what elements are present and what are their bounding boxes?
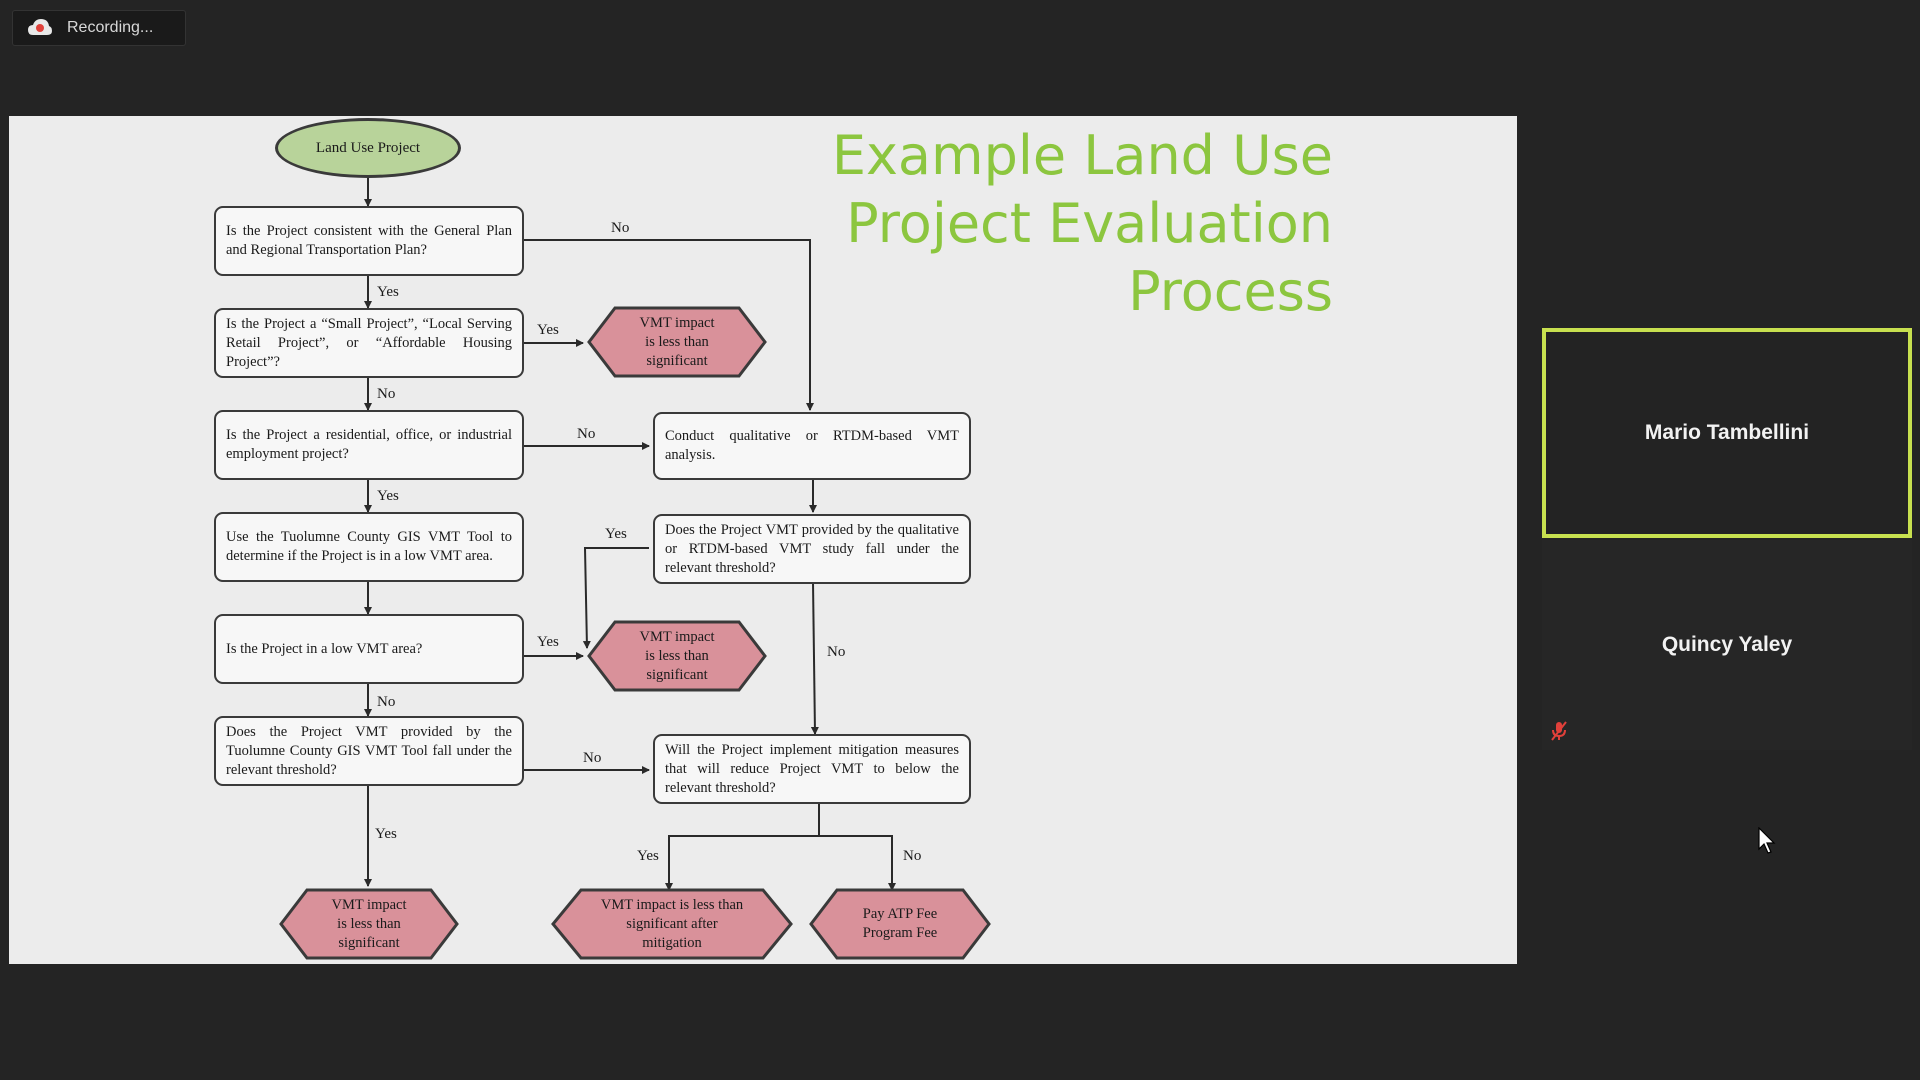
slide-title-line-1: Example Land Use: [831, 124, 1333, 187]
outcome-atp-fee: Pay ATP Fee Program Fee: [809, 888, 991, 960]
recording-indicator[interactable]: Recording...: [12, 10, 186, 46]
edge-label-no: No: [903, 848, 922, 864]
outcome-less-than-significant-1: VMT impact is less than significant: [587, 306, 767, 378]
outcome-after-mitigation: VMT impact is less than significant afte…: [551, 888, 793, 960]
decision-text: Will the Project implement mitigation me…: [665, 741, 959, 796]
edge-label-no: No: [611, 220, 630, 236]
step-gis-vmt-tool: Use the Tuolumne County GIS VMT Tool to …: [214, 512, 524, 582]
edge-label-yes: Yes: [375, 826, 397, 842]
participant-tile-active-speaker[interactable]: Mario Tambellini: [1542, 328, 1912, 538]
decision-gis-threshold: Does the Project VMT provided by the Tuo…: [214, 716, 524, 786]
decision-text: Is the Project consistent with the Gener…: [226, 223, 512, 258]
recording-label: Recording...: [67, 19, 154, 36]
start-node: Land Use Project: [275, 118, 461, 178]
edge-label-yes: Yes: [377, 488, 399, 504]
decision-consistent-plan: Is the Project consistent with the Gener…: [214, 206, 524, 276]
edge-label-no: No: [577, 426, 596, 442]
step-text: Conduct qualitative or RTDM-based VMT an…: [665, 428, 959, 463]
edge-label-no: No: [377, 386, 396, 402]
decision-text: Does the Project VMT provided by the Tuo…: [226, 723, 512, 778]
mouse-cursor-icon: [1758, 827, 1776, 854]
step-conduct-analysis: Conduct qualitative or RTDM-based VMT an…: [653, 412, 971, 480]
decision-rtdm-threshold: Does the Project VMT provided by the qua…: [653, 514, 971, 584]
edge-label-yes: Yes: [537, 634, 559, 650]
flowchart-connectors: [364, 178, 896, 891]
outcome-text: VMT impact is less than significant: [639, 314, 715, 369]
decision-text: Is the Project in a low VMT area?: [226, 640, 423, 657]
edge-label-yes: Yes: [637, 848, 659, 864]
outcome-text: VMT impact is less than significant afte…: [600, 896, 744, 951]
decision-text: Is the Project a residential, office, or…: [226, 427, 512, 462]
decision-mitigation: Will the Project implement mitigation me…: [653, 734, 971, 804]
slide-title-line-2: Project Evaluation: [846, 192, 1333, 255]
edge-label-no: No: [377, 694, 396, 710]
outcome-text: Pay ATP Fee Program Fee: [862, 906, 938, 941]
hexagon-shape: [587, 620, 767, 692]
slide-title: Example Land Use Project Evaluation Proc…: [733, 122, 1333, 326]
edge-label-yes: Yes: [605, 526, 627, 542]
outcome-text: VMT impact is less than significant: [639, 628, 715, 683]
decision-low-vmt-area: Is the Project in a low VMT area?: [214, 614, 524, 684]
hexagon-shape: [809, 888, 991, 960]
outcome-less-than-significant-3: VMT impact is less than significant: [279, 888, 459, 960]
edge-label-no: No: [827, 644, 846, 660]
cloud-recording-icon: [28, 19, 52, 35]
edge-label-yes: Yes: [377, 284, 399, 300]
outcome-text: VMT impact is less than significant: [331, 896, 407, 951]
edge-label-no: No: [583, 750, 602, 766]
decision-small-project: Is the Project a “Small Project”, “Local…: [214, 308, 524, 378]
hexagon-shape: [551, 888, 793, 960]
edge-label-yes: Yes: [537, 322, 559, 338]
decision-text: Does the Project VMT provided by the qua…: [665, 521, 959, 576]
decision-residential-office: Is the Project a residential, office, or…: [214, 410, 524, 480]
hexagon-shape: [587, 306, 767, 378]
hexagon-shape: [279, 888, 459, 960]
step-text: Use the Tuolumne County GIS VMT Tool to …: [226, 529, 512, 564]
mic-muted-icon: [1551, 721, 1567, 741]
participant-name: Quincy Yaley: [1661, 633, 1793, 656]
outcome-less-than-significant-2: VMT impact is less than significant: [587, 620, 767, 692]
shared-slide: Example Land Use Project Evaluation Proc…: [9, 116, 1517, 964]
slide-title-line-3: Process: [1128, 260, 1333, 323]
participant-name: Mario Tambellini: [1644, 421, 1810, 444]
decision-text: Is the Project a “Small Project”, “Local…: [226, 315, 512, 370]
participant-tile[interactable]: Quincy Yaley: [1542, 540, 1912, 750]
